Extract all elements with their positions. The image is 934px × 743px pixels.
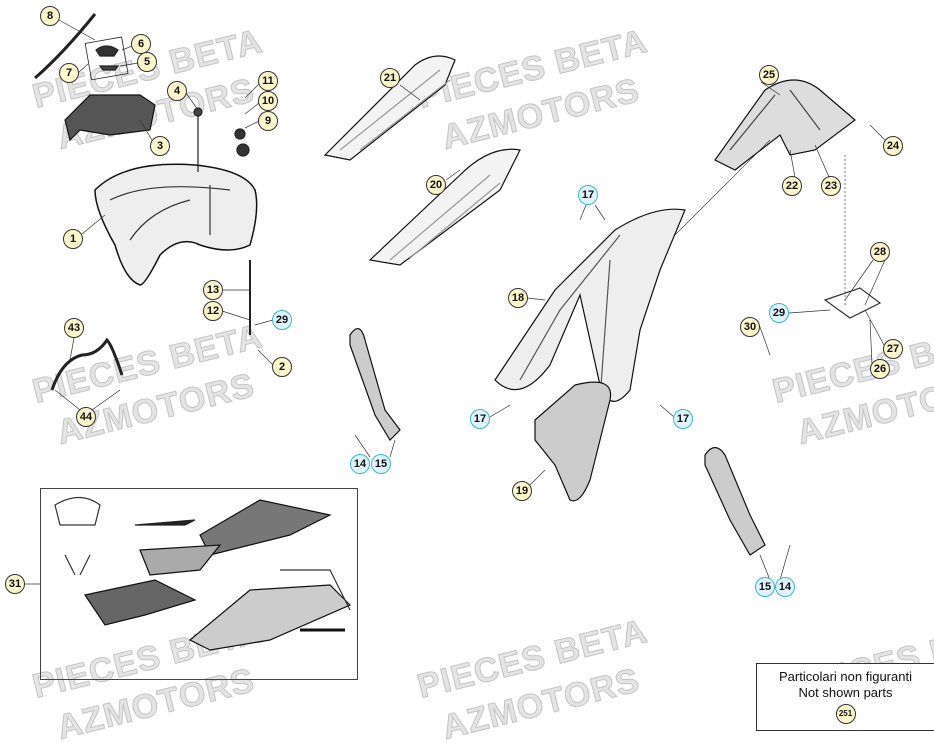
decal-number-plate <box>54 496 101 526</box>
callout-15[interactable]: 15 <box>371 454 391 474</box>
callout-23[interactable]: 23 <box>821 176 841 196</box>
callout-29[interactable]: 29 <box>272 310 292 330</box>
callout-6[interactable]: 6 <box>131 34 151 54</box>
callout-17[interactable]: 17 <box>578 185 598 205</box>
callout-29[interactable]: 29 <box>769 303 789 323</box>
callout-13[interactable]: 13 <box>203 280 223 300</box>
fuel-tank <box>94 163 258 286</box>
callout-3[interactable]: 3 <box>150 136 170 156</box>
callout-11[interactable]: 11 <box>258 71 278 91</box>
callout-20[interactable]: 20 <box>426 175 446 195</box>
rear-fender <box>714 79 856 171</box>
not-shown-label-en: Not shown parts <box>798 685 893 700</box>
seat-21 <box>323 55 456 161</box>
fuel-cap <box>95 45 119 57</box>
callout-8[interactable]: 8 <box>40 6 60 26</box>
callout-4[interactable]: 4 <box>167 81 187 101</box>
breather-hose <box>34 13 97 80</box>
callout-30[interactable]: 30 <box>740 317 760 337</box>
radiator-scoop <box>534 381 612 502</box>
tank-cover <box>64 94 156 142</box>
callout-14[interactable]: 14 <box>775 577 795 597</box>
callout-17[interactable]: 17 <box>673 409 693 429</box>
gasket <box>98 65 120 71</box>
not-shown-label-it: Particolari non figuranti <box>779 669 912 684</box>
not-shown-parts-box: Particolari non figuranti Not shown part… <box>756 663 934 731</box>
callout-28[interactable]: 28 <box>870 242 890 262</box>
seat-20 <box>368 148 521 266</box>
callout-26[interactable]: 26 <box>870 359 890 379</box>
callout-12[interactable]: 12 <box>203 301 223 321</box>
decal-kit-frame <box>40 488 358 680</box>
callout-19[interactable]: 19 <box>512 481 532 501</box>
callout-14[interactable]: 14 <box>350 454 370 474</box>
callout-22[interactable]: 22 <box>782 176 802 196</box>
callout-7[interactable]: 7 <box>59 63 79 83</box>
callout-27[interactable]: 27 <box>883 339 903 359</box>
callout-1[interactable]: 1 <box>63 229 83 249</box>
callout-21[interactable]: 21 <box>380 68 400 88</box>
frame-guard-left <box>349 328 401 441</box>
callout-18[interactable]: 18 <box>508 288 528 308</box>
callout-15[interactable]: 15 <box>755 577 775 597</box>
callout-25[interactable]: 25 <box>759 65 779 85</box>
callout-5[interactable]: 5 <box>137 52 157 72</box>
callout-10[interactable]: 10 <box>258 91 278 111</box>
callout-17[interactable]: 17 <box>470 409 490 429</box>
callout-44[interactable]: 44 <box>76 407 96 427</box>
side-panel <box>494 208 686 402</box>
callout-31[interactable]: 31 <box>5 574 25 594</box>
callout-251[interactable]: 251 <box>835 704 856 724</box>
callout-24[interactable]: 24 <box>883 136 903 156</box>
frame-guard-right <box>704 446 766 556</box>
callout-2[interactable]: 2 <box>272 357 292 377</box>
callout-43[interactable]: 43 <box>64 318 84 338</box>
callout-9[interactable]: 9 <box>258 111 278 131</box>
